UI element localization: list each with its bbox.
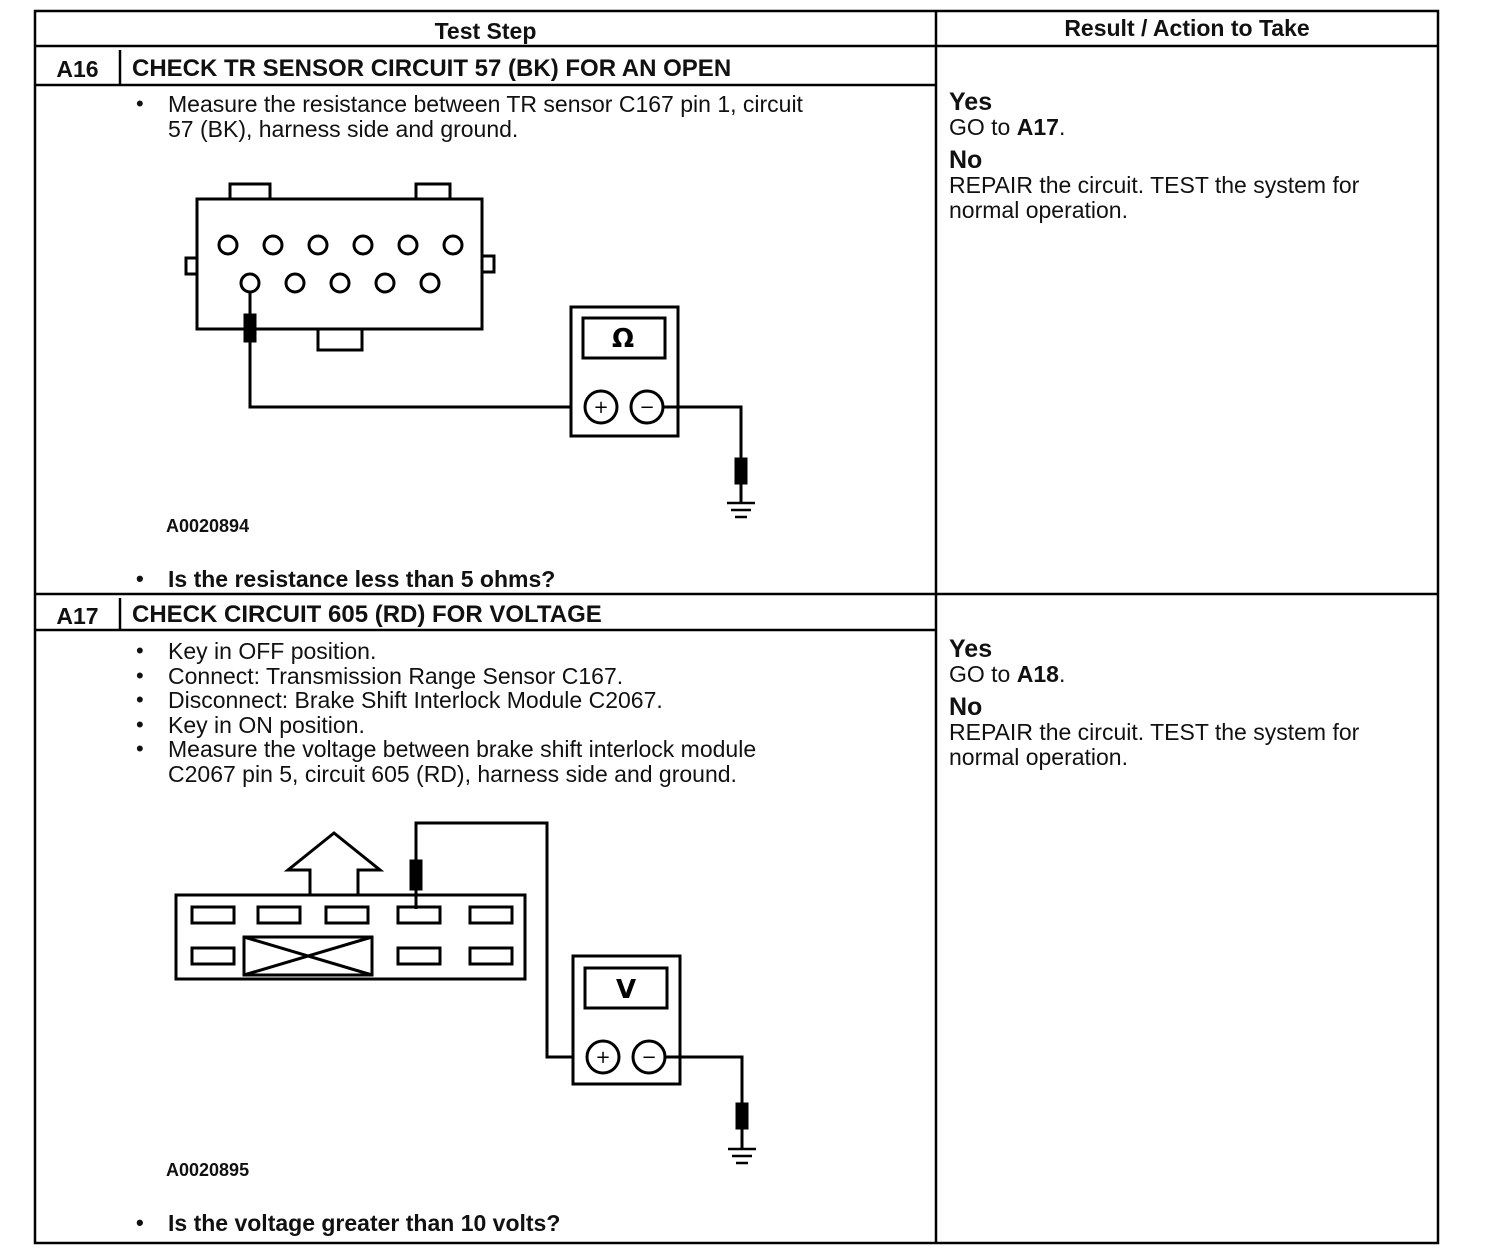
yes-label: Yes: [949, 88, 993, 116]
tr-sensor-connector: [184, 182, 496, 352]
yes-action: GO to A18.: [949, 662, 1359, 687]
instruction-list-a17: Key in OFF position. Connect: Transmissi…: [128, 639, 756, 786]
ground-lead: [665, 1055, 749, 1149]
yes-action-text: GO to: [949, 114, 1017, 140]
figure-id-a17: A0020895: [166, 1160, 250, 1180]
result-a16: Yes GO to A17. No REPAIR the circuit. TE…: [949, 90, 1359, 223]
instruction-item: Connect: Transmission Range Sensor C167.: [128, 663, 756, 689]
goto-step-link: A17: [1016, 114, 1059, 140]
ground-lead: [663, 405, 748, 503]
brake-shift-interlock-connector: [174, 893, 527, 981]
instruction-item: Disconnect: Brake Shift Interlock Module…: [128, 688, 756, 713]
step-title-a16: CHECK TR SENSOR CIRCUIT 57 (BK) FOR AN O…: [132, 55, 732, 82]
instruction-item-continued: C2067 pin 5, circuit 605 (RD), harness s…: [168, 760, 737, 787]
yes-action-period: .: [1058, 114, 1066, 140]
instruction-item: Measure the resistance between TR sensor…: [128, 92, 803, 117]
instruction-item-continued: 57 (BK), harness side and ground.: [168, 115, 519, 142]
yes-action-period: .: [1058, 661, 1066, 687]
instruction-item: Measure the voltage between brake shift …: [128, 737, 756, 762]
voltmeter: [571, 954, 682, 1086]
ground-symbol-icon: [728, 1147, 756, 1165]
no-action-line-1: REPAIR the circuit. TEST the system for: [949, 172, 1360, 198]
question-a17-list: Is the voltage greater than 10 volts?: [128, 1211, 560, 1236]
result-a17: Yes GO to A18. No REPAIR the circuit. TE…: [949, 637, 1359, 770]
ohmmeter: [569, 305, 680, 438]
yes-action-text: GO to: [949, 661, 1017, 687]
no-action-line-1: REPAIR the circuit. TEST the system for: [949, 719, 1360, 745]
instruction-list-a16: Measure the resistance between TR sensor…: [128, 92, 803, 141]
step-id-a17: A17: [56, 603, 99, 629]
question-a16-list: Is the resistance less than 5 ohms?: [128, 567, 555, 592]
ground-symbol-icon: [727, 501, 755, 519]
no-action-line-2: normal operation.: [949, 197, 1128, 223]
step-title-a17: CHECK CIRCUIT 605 (RD) FOR VOLTAGE: [132, 601, 602, 628]
no-label: No: [949, 693, 983, 721]
yes-label: Yes: [949, 635, 993, 663]
question-a17: Is the voltage greater than 10 volts?: [128, 1211, 560, 1236]
no-label: No: [949, 146, 983, 174]
goto-step-link: A18: [1016, 661, 1059, 687]
volt-symbol-icon: V: [616, 975, 636, 1005]
no-action-line-2: normal operation.: [949, 744, 1128, 770]
ohm-symbol-icon: Ω: [612, 324, 634, 354]
header-result-action: Result / Action to Take: [1064, 15, 1310, 41]
question-a16: Is the resistance less than 5 ohms?: [128, 567, 555, 592]
minus-terminal-icon: −: [639, 397, 654, 418]
minus-terminal-icon: −: [641, 1047, 656, 1068]
up-arrow-icon: [283, 831, 385, 899]
probe-positive: [409, 821, 587, 1059]
yes-action: GO to A17.: [949, 115, 1359, 140]
probe-positive: [243, 292, 585, 409]
wiring-diagram-a16: Ω + −: [184, 182, 755, 519]
plus-terminal-icon: +: [593, 397, 608, 418]
instruction-item: Key in ON position.: [128, 712, 756, 738]
header-test-step: Test Step: [434, 18, 537, 44]
figure-id-a16: A0020894: [166, 516, 250, 536]
wiring-diagram-a17: V + −: [174, 821, 756, 1165]
step-id-a16: A16: [56, 56, 99, 82]
instruction-item: Key in OFF position.: [128, 639, 756, 664]
plus-terminal-icon: +: [595, 1047, 610, 1068]
